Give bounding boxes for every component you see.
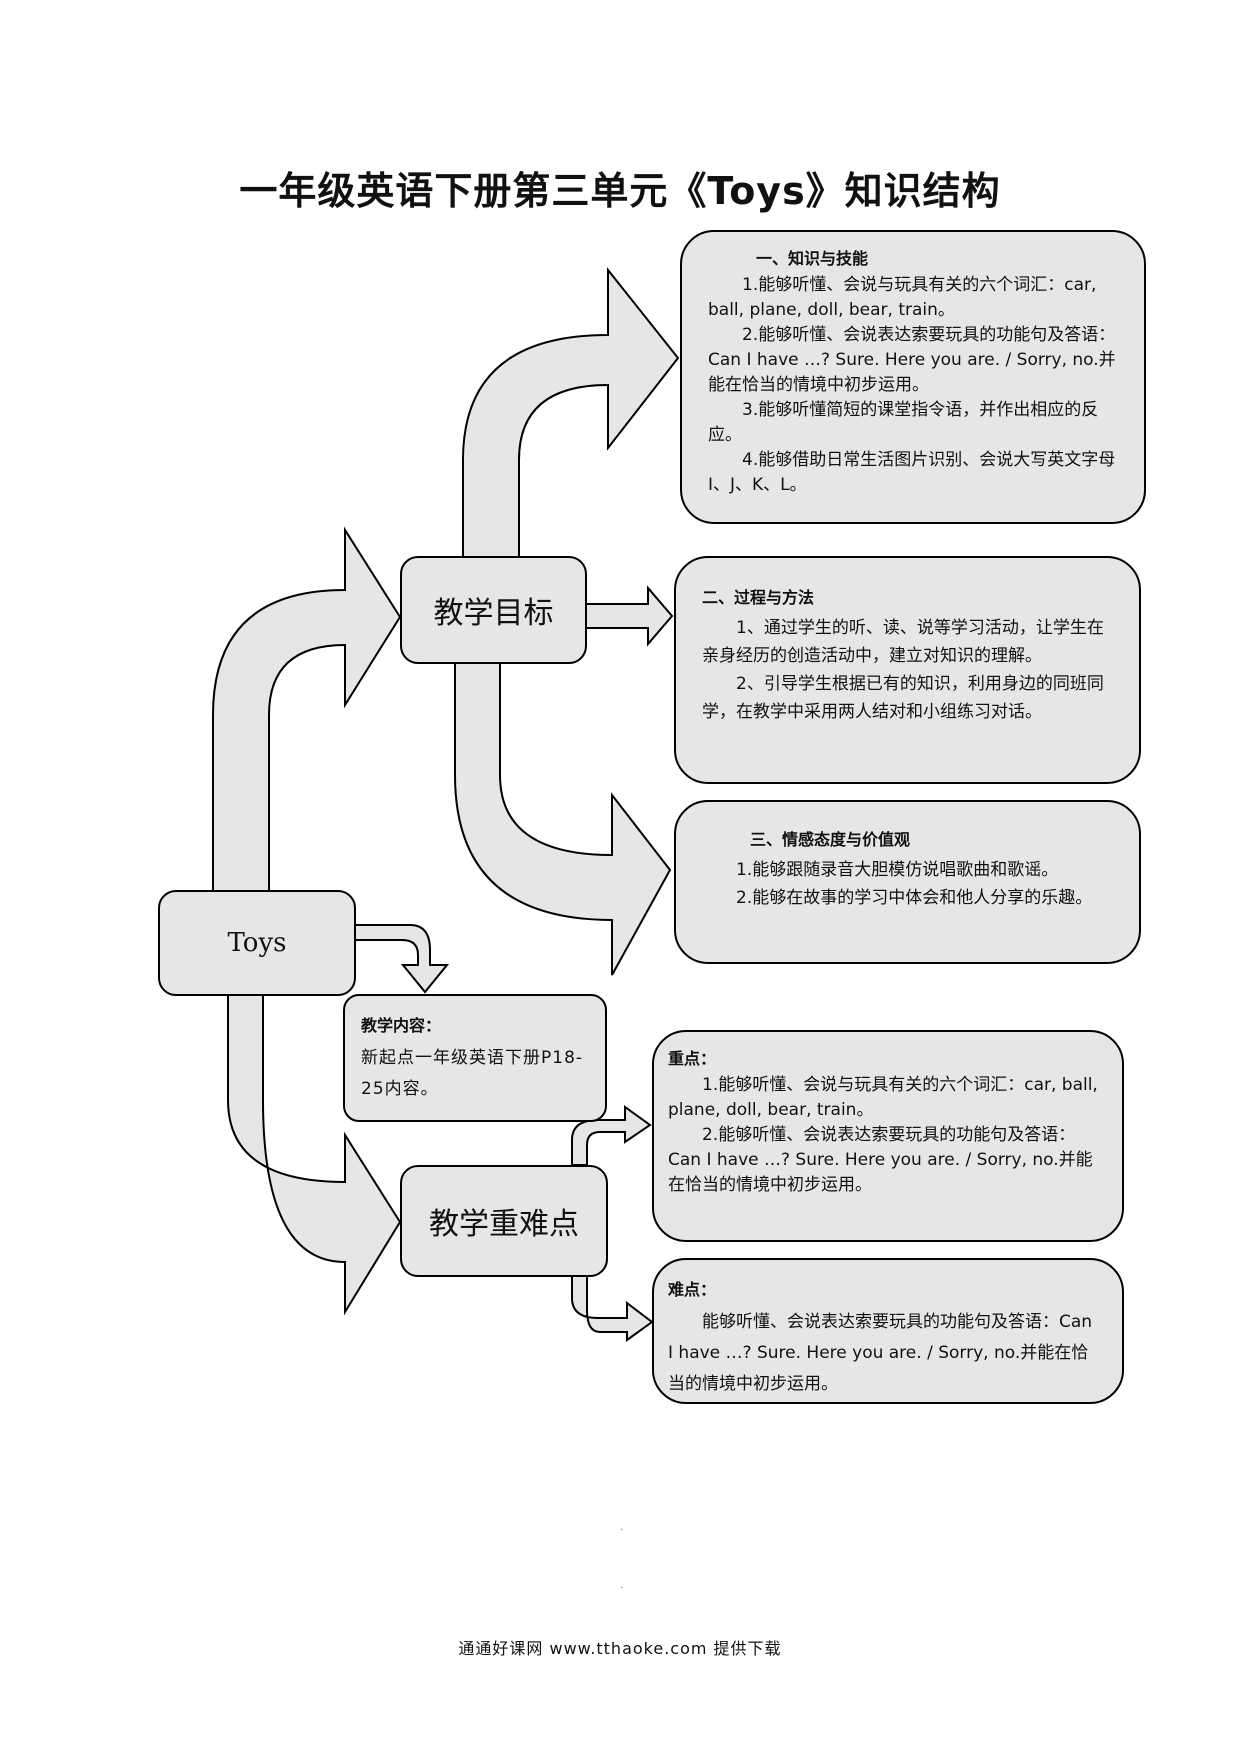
emotion-item-1: 1.能够跟随录音大胆模仿说唱歌曲和歌谣。	[736, 860, 1059, 880]
box-key-point: 重点： 1.能够听懂、会说与玩具有关的六个词汇：car, ball, plane…	[652, 1030, 1124, 1242]
node-toys-label: Toys	[227, 928, 287, 958]
arrow-goals-to-emotion	[454, 659, 672, 976]
emotion-item-2: 2.能够在故事的学习中体会和他人分享的乐趣。	[736, 888, 1093, 908]
process-heading: 二、过程与方法	[702, 588, 815, 607]
node-toys: Toys	[158, 890, 356, 996]
stray-dot-2: .	[620, 1580, 624, 1591]
content-heading: 教学内容：	[361, 1016, 442, 1035]
emotion-heading: 三、情感态度与价值观	[750, 830, 911, 849]
node-teaching-goals-label: 教学目标	[433, 596, 554, 631]
content-text: 新起点一年级英语下册P18-25内容。	[361, 1048, 584, 1099]
box-knowledge-skills: 一、知识与技能 1.能够听懂、会说与玩具有关的六个词汇：car, ball, p…	[680, 230, 1146, 524]
arrow-goals-to-knowledge	[462, 267, 680, 561]
arrow-toys-to-goals	[212, 526, 402, 894]
arrow-keypoints-to-difficult	[571, 1274, 654, 1342]
box-emotion-values: 三、情感态度与价值观 1.能够跟随录音大胆模仿说唱歌曲和歌谣。 2.能够在故事的…	[674, 800, 1141, 964]
knowledge-item-1: 1.能够听懂、会说与玩具有关的六个词汇：car, ball, plane, do…	[708, 275, 1097, 320]
process-item-1: 1、通过学生的听、读、说等学习活动，让学生在亲身经历的创造活动中，建立对知识的理…	[702, 618, 1104, 666]
node-teaching-goals: 教学目标	[400, 556, 587, 664]
knowledge-heading: 一、知识与技能	[756, 249, 869, 268]
knowledge-item-2: 2.能够听懂、会说表达索要玩具的功能句及答语：Can I have …? Sur…	[708, 325, 1116, 395]
knowledge-item-4: 4.能够借助日常生活图片识别、会说大写英文字母I、J、K、L。	[708, 450, 1116, 495]
process-item-2: 2、引导学生根据已有的知识，利用身边的同班同学，在教学中采用两人结对和小组练习对…	[702, 674, 1104, 722]
node-key-points-label: 教学重难点	[429, 1207, 579, 1242]
page-title: 一年级英语下册第三单元《Toys》知识结构	[239, 169, 1001, 213]
box-process-method: 二、过程与方法 1、通过学生的听、读、说等学习活动，让学生在亲身经历的创造活动中…	[674, 556, 1141, 784]
key-item-2: 2.能够听懂、会说表达索要玩具的功能句及答语：Can I have …? Sur…	[668, 1125, 1093, 1195]
box-teaching-content: 教学内容： 新起点一年级英语下册P18-25内容。	[343, 994, 607, 1122]
arrow-toys-to-keypoints	[227, 987, 402, 1316]
stray-dot-1: .	[620, 1522, 624, 1533]
key-heading: 重点：	[668, 1049, 717, 1068]
difficult-heading: 难点：	[668, 1280, 717, 1299]
difficult-text: 能够听懂、会说表达索要玩具的功能句及答语：Can I have …? Sure.…	[668, 1312, 1093, 1394]
arrow-toys-to-content	[354, 924, 450, 994]
knowledge-item-3: 3.能够听懂简短的课堂指令语，并作出相应的反应。	[708, 400, 1099, 445]
footer-credit: 通通好课网 www.tthaoke.com 提供下载	[458, 1639, 782, 1658]
box-difficult-point: 难点： 能够听懂、会说表达索要玩具的功能句及答语：Can I have …? S…	[652, 1258, 1124, 1404]
key-item-1: 1.能够听懂、会说与玩具有关的六个词汇：car, ball, plane, do…	[668, 1075, 1098, 1120]
arrow-goals-to-process	[584, 585, 674, 647]
node-key-points: 教学重难点	[400, 1165, 608, 1277]
